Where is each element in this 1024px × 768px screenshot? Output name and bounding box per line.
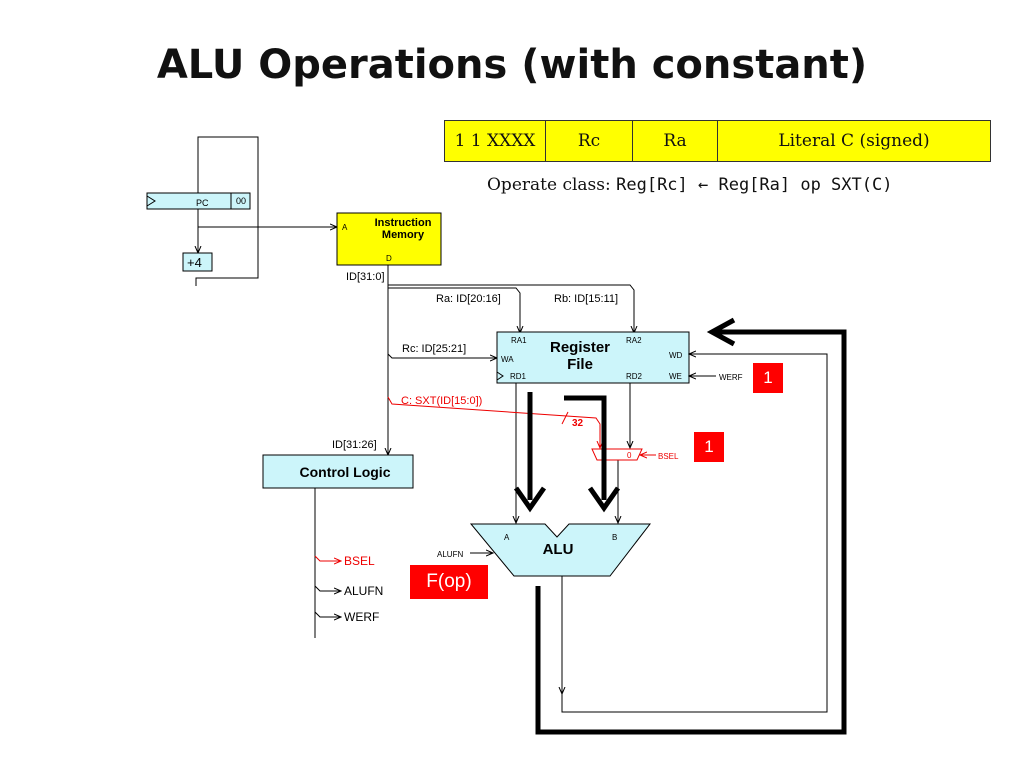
plus4-adder: +4: [182, 252, 213, 272]
alu-port-b: B: [612, 533, 617, 542]
imem-port-d: D: [386, 254, 392, 263]
control-logic: Control Logic: [262, 454, 414, 489]
slide-title: ALU Operations (with constant): [156, 42, 868, 88]
control-logic-label: Control Logic: [300, 464, 391, 480]
rc-field-label: Rc: ID[25:21]: [402, 343, 466, 355]
ctrl-output-alufn: ALUFN: [344, 584, 383, 598]
format-opcode-field: 1 1 XXXX: [444, 120, 546, 162]
alu-fn-label: ALUFN: [437, 550, 463, 559]
register-file: Register File RA1 RA2 WA WD RD1 RD2 WE: [496, 331, 690, 384]
format-ra-field: Ra: [632, 120, 718, 162]
regfile-rd2: RD2: [626, 372, 643, 381]
highlight-paths: [513, 317, 847, 735]
id-31-0-label: ID[31:0]: [346, 271, 385, 283]
mux-sel-label: BSEL: [658, 452, 679, 461]
operate-class-prefix: Operate class:: [487, 175, 611, 195]
imem-name-1: Instruction: [375, 217, 432, 229]
ra-field-label: Ra: ID[20:16]: [436, 293, 501, 305]
imem-name-2: Memory: [382, 229, 425, 241]
c-sxt-label: C: SXT(ID[15:0]): [401, 395, 482, 407]
bsel-mux: 1 0: [591, 448, 643, 461]
imem-port-a: A: [342, 223, 348, 232]
alu-label: ALU: [543, 541, 574, 558]
id-31-26-label: ID[31:26]: [332, 439, 377, 451]
operate-class-expr: Reg[Rc] ← Reg[Ra] op SXT(C): [616, 175, 893, 195]
regfile-wa: WA: [501, 355, 514, 364]
werf-value-badge: 1: [753, 363, 783, 393]
regfile-wd: WD: [669, 351, 683, 360]
werf-input-label: WERF: [719, 373, 743, 382]
regfile-ra1: RA1: [511, 336, 527, 345]
width-32-label: 32: [572, 418, 584, 429]
bsel-value-badge: 1: [694, 432, 724, 462]
ctrl-output-werf: WERF: [344, 610, 379, 624]
regfile-name-2: File: [567, 356, 593, 373]
regfile-rd1: RD1: [510, 372, 527, 381]
alu: ALU A B: [469, 523, 652, 577]
regfile-ra2: RA2: [626, 336, 642, 345]
format-literal-field: Literal C (signed): [717, 120, 991, 162]
pc-bits-label: 00: [236, 196, 246, 206]
alufn-value-badge: F(op): [410, 565, 488, 599]
pc-label: PC: [196, 198, 209, 208]
regfile-name-1: Register: [550, 339, 610, 356]
pc-register: PC 00: [146, 192, 251, 210]
operate-class-line: Operate class: Reg[Rc] ← Reg[Ra] op SXT(…: [487, 175, 892, 195]
instruction-memory: Instruction Memory A D: [336, 212, 442, 266]
rb-field-label: Rb: ID[15:11]: [554, 293, 618, 305]
ctrl-output-bsel: BSEL: [344, 554, 375, 568]
plus4-label: +4: [187, 255, 202, 270]
mux-in0-label: 0: [627, 451, 632, 460]
alu-port-a: A: [504, 533, 510, 542]
regfile-we: WE: [669, 372, 682, 381]
